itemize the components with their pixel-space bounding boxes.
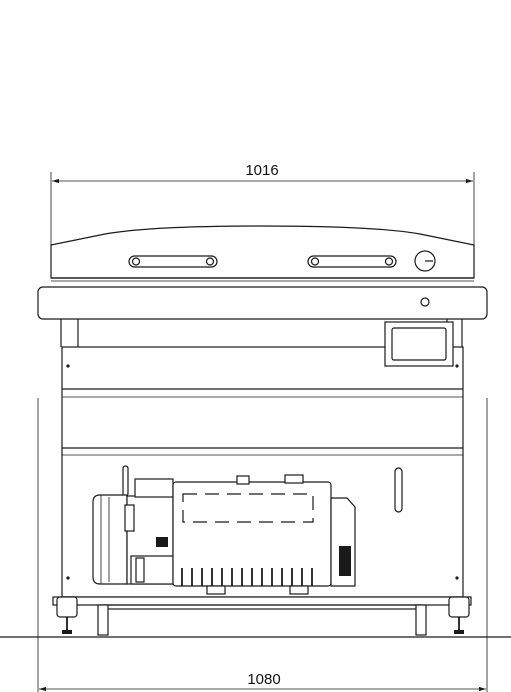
bottom-width-label: 1080 bbox=[247, 671, 280, 688]
pressure-gauge-icon bbox=[414, 250, 436, 272]
worktop bbox=[37, 286, 488, 320]
cooling-fins bbox=[181, 568, 313, 586]
bottom-dimension: 1080 bbox=[37, 398, 488, 692]
right-castor bbox=[415, 604, 427, 636]
vacuum-pump bbox=[92, 474, 356, 595]
top-dimension: 1016 bbox=[50, 162, 475, 250]
frame-body bbox=[60, 319, 464, 598]
lid bbox=[50, 225, 475, 282]
left-castor bbox=[97, 604, 109, 636]
right-leg-foot bbox=[448, 596, 470, 618]
side-slot bbox=[394, 467, 403, 513]
left-leg-foot bbox=[56, 596, 78, 618]
top-width-label: 1016 bbox=[245, 162, 278, 179]
left-slot bbox=[122, 465, 129, 497]
base-frame bbox=[52, 596, 472, 636]
right-lid-handle bbox=[307, 255, 397, 268]
indicator-light-icon bbox=[420, 297, 430, 307]
control-panel-display bbox=[384, 321, 454, 367]
left-lid-handle bbox=[128, 255, 218, 268]
